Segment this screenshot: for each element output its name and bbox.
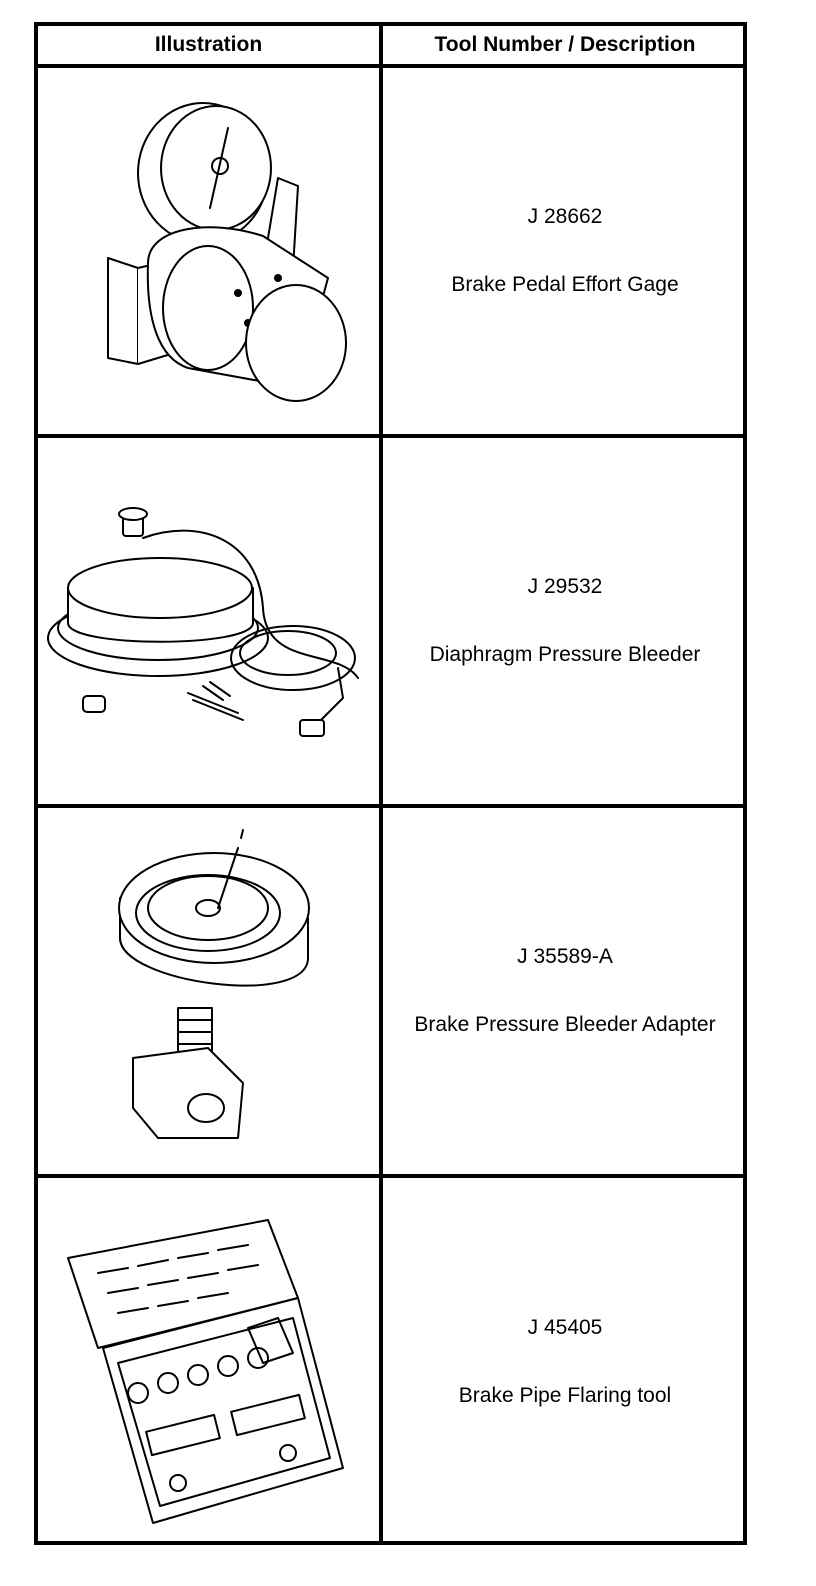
tool-name: Diaphragm Pressure Bleeder — [429, 643, 701, 666]
pipe-flaring-tool-kit-illustration — [38, 1178, 379, 1545]
row-divider — [38, 434, 743, 438]
pedal-effort-gage-illustration — [38, 68, 379, 434]
row-divider — [38, 804, 743, 808]
tool-number: J 29532 — [527, 575, 603, 598]
tool-description-cell: J 45405 Brake Pipe Flaring tool — [383, 1178, 747, 1545]
tool-description-cell: J 29532 Diaphragm Pressure Bleeder — [383, 438, 747, 804]
header-illustration: Illustration — [154, 33, 263, 56]
tool-name: Brake Pipe Flaring tool — [458, 1383, 672, 1407]
tool-number: J 28662 — [527, 205, 603, 228]
diaphragm-pressure-bleeder-illustration — [38, 438, 379, 804]
header-divider — [38, 64, 743, 68]
pressure-bleeder-adapter-illustration — [38, 808, 379, 1174]
table-row: J 28662 Brake Pedal Effort Gage — [38, 68, 743, 434]
column-divider — [379, 26, 383, 1541]
tool-number: J 35589-A — [517, 945, 613, 968]
table-row: J 45405 Brake Pipe Flaring tool — [38, 1178, 743, 1545]
tool-description-cell: J 28662 Brake Pedal Effort Gage — [383, 68, 747, 434]
tool-name: Brake Pedal Effort Gage — [451, 273, 679, 296]
row-divider — [38, 1174, 743, 1178]
tool-description-cell: J 35589-A Brake Pressure Bleeder Adapter — [383, 808, 747, 1174]
header-tool-number-description: Tool Number / Description — [434, 33, 696, 56]
table-row: J 35589-A Brake Pressure Bleeder Adapter — [38, 808, 743, 1174]
tool-name: Brake Pressure Bleeder Adapter — [414, 1013, 716, 1036]
tool-number: J 45405 — [527, 1315, 603, 1339]
tools-table: Illustration Tool Number / Description — [34, 22, 747, 1545]
table-row: J 29532 Diaphragm Pressure Bleeder — [38, 438, 743, 804]
